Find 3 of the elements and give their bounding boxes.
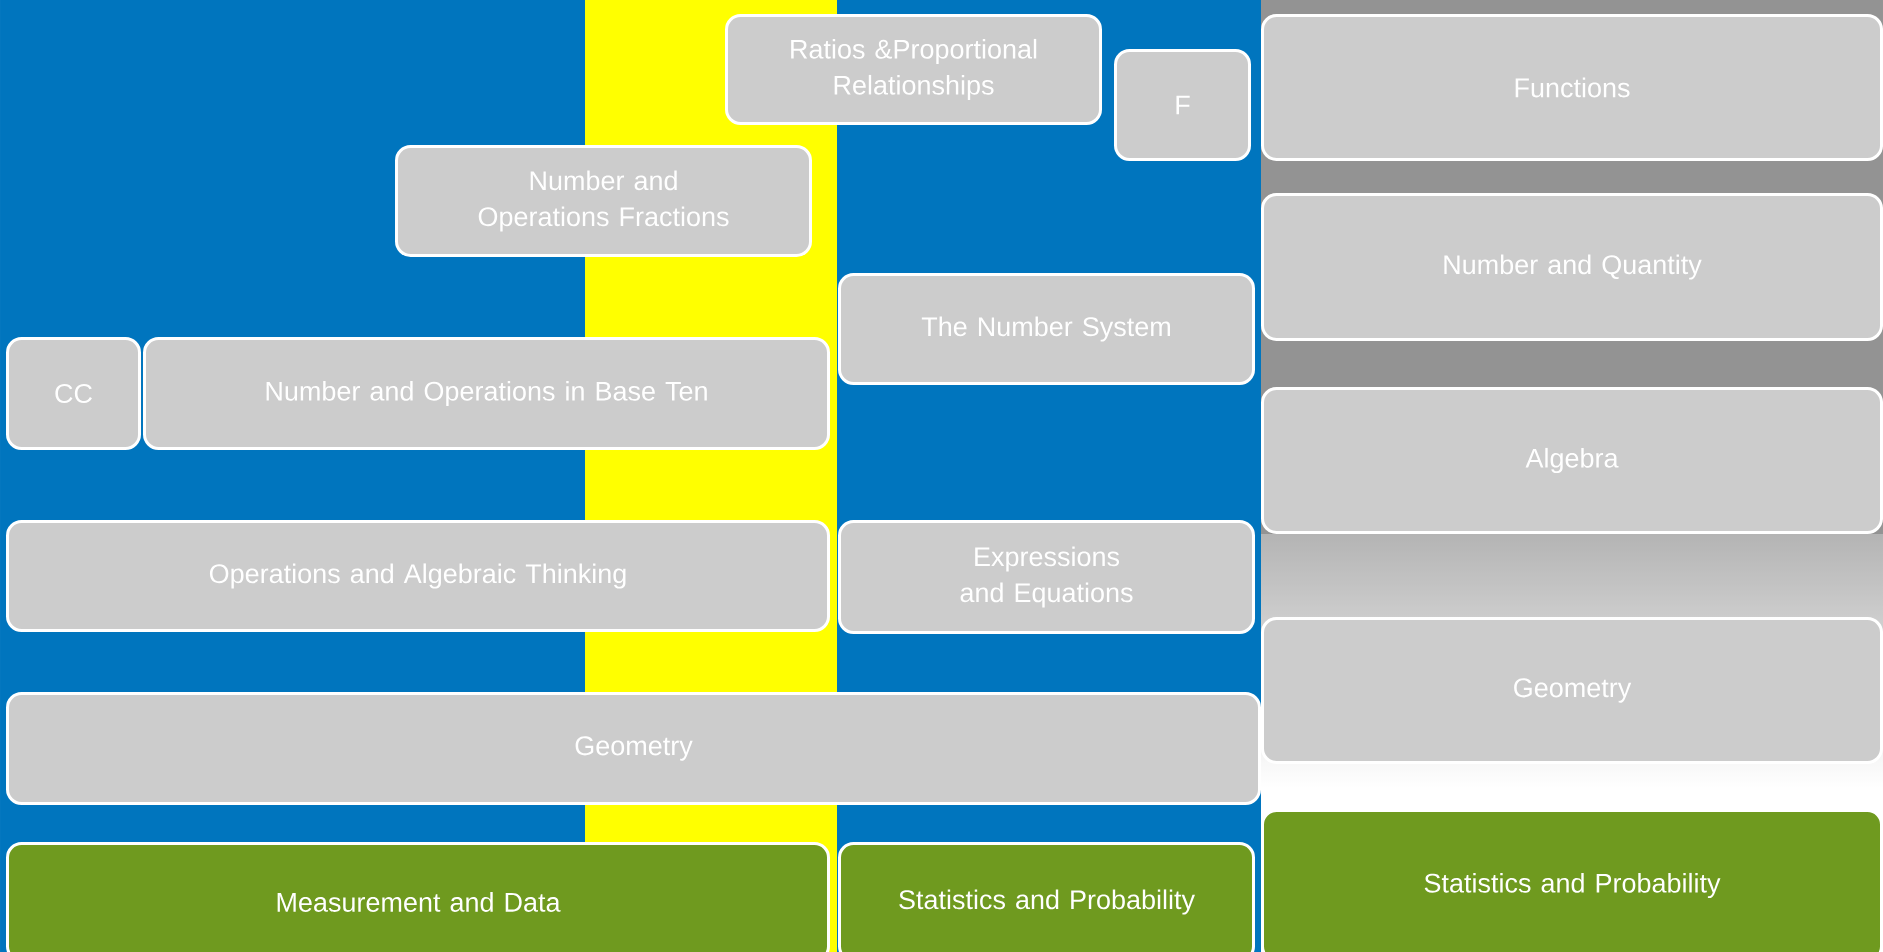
strand-box: Statistics and Probability — [838, 842, 1255, 952]
strand-box: Measurement and Data — [6, 842, 830, 952]
strand-box: Statistics and Probability — [1261, 809, 1883, 952]
